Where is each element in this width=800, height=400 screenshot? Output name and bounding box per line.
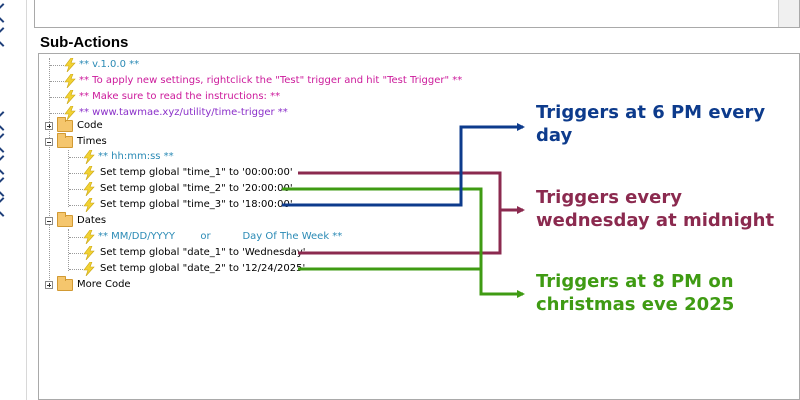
lightning-bolt-icon [83, 198, 95, 212]
tree-line [69, 253, 83, 254]
comment-text: ** www.tawmae.xyz/utility/time-trigger *… [79, 107, 288, 118]
comment-text: ** hh:mm:ss ** [98, 151, 174, 162]
comment-text: ** Make sure to read the instructions: *… [79, 91, 281, 102]
tree-line [49, 58, 50, 288]
annotation-line: day [536, 125, 573, 146]
annotation-blue: Triggers at 6 PM every day [536, 101, 765, 147]
folder-icon [57, 212, 73, 227]
action-text: Set temp global "date_1" to 'Wednesday' [100, 247, 306, 258]
arrow-maroon-date1 [298, 210, 502, 255]
annotation-line: Triggers at 6 PM every [536, 102, 766, 123]
annotation-line: Triggers every [536, 187, 682, 208]
scrollbar[interactable] [778, 0, 799, 27]
tree-line [69, 269, 83, 270]
sub-actions-tree[interactable] [38, 53, 800, 400]
lightning-bolt-icon [83, 150, 95, 164]
tree-line [68, 229, 69, 271]
tree-line [50, 113, 64, 114]
folder-icon [57, 117, 73, 132]
arrow-maroon-time1 [298, 171, 525, 214]
annotation-line: Triggers at 8 PM on [536, 271, 734, 292]
tree-line [68, 150, 69, 207]
folder-label: Times [77, 136, 107, 147]
lightning-bolt-icon [64, 74, 76, 88]
expand-toggle[interactable] [45, 281, 53, 289]
arrow-green-time2 [282, 187, 525, 298]
comment-text: ** v.1.0.0 ** [79, 59, 140, 70]
lightning-bolt-icon [83, 262, 95, 276]
folder-label: Code [77, 120, 103, 131]
annotation-line: christmas eve 2025 [536, 294, 735, 315]
tree-line [69, 237, 83, 238]
tree-line [69, 205, 83, 206]
action-text: Set temp global "date_2" to '12/24/2025' [100, 263, 306, 274]
tree-line [50, 97, 64, 98]
lightning-bolt-icon [64, 90, 76, 104]
folder-label: More Code [77, 279, 131, 290]
tree-line [69, 157, 83, 158]
section-title: Sub-Actions [40, 34, 129, 51]
folder-icon [57, 276, 73, 291]
collapse-toggle[interactable] [45, 138, 53, 146]
arrow-blue-time3 [282, 123, 525, 207]
action-text: Set temp global "time_1" to '00:00:00' [100, 167, 293, 178]
tree-line [50, 65, 64, 66]
lightning-bolt-icon [64, 58, 76, 72]
tree-line [50, 81, 64, 82]
comment-text: ** MM/DD/YYYY or Day Of The Week ** [98, 231, 343, 242]
lightning-bolt-icon [83, 230, 95, 244]
annotation-maroon: Triggers every wednesday at midnight [536, 186, 774, 232]
tree-line [69, 189, 83, 190]
lightning-bolt-icon [64, 106, 76, 120]
tree-line [69, 173, 83, 174]
action-text: Set temp global "time_2" to '20:00:00' [100, 183, 293, 194]
annotation-line: wednesday at midnight [536, 210, 775, 231]
comment-text: ** To apply new settings, rightclick the… [79, 75, 463, 86]
folder-label: Dates [77, 215, 107, 226]
annotation-green: Triggers at 8 PM on christmas eve 2025 [536, 270, 734, 316]
lightning-bolt-icon [83, 166, 95, 180]
top-list-panel [34, 0, 800, 28]
folder-icon [57, 133, 73, 148]
expand-toggle[interactable] [45, 122, 53, 130]
collapse-toggle[interactable] [45, 217, 53, 225]
left-side-strip [0, 0, 27, 400]
lightning-bolt-icon [83, 246, 95, 260]
lightning-bolt-icon [83, 182, 95, 196]
action-text: Set temp global "time_3" to '18:00:00' [100, 199, 293, 210]
